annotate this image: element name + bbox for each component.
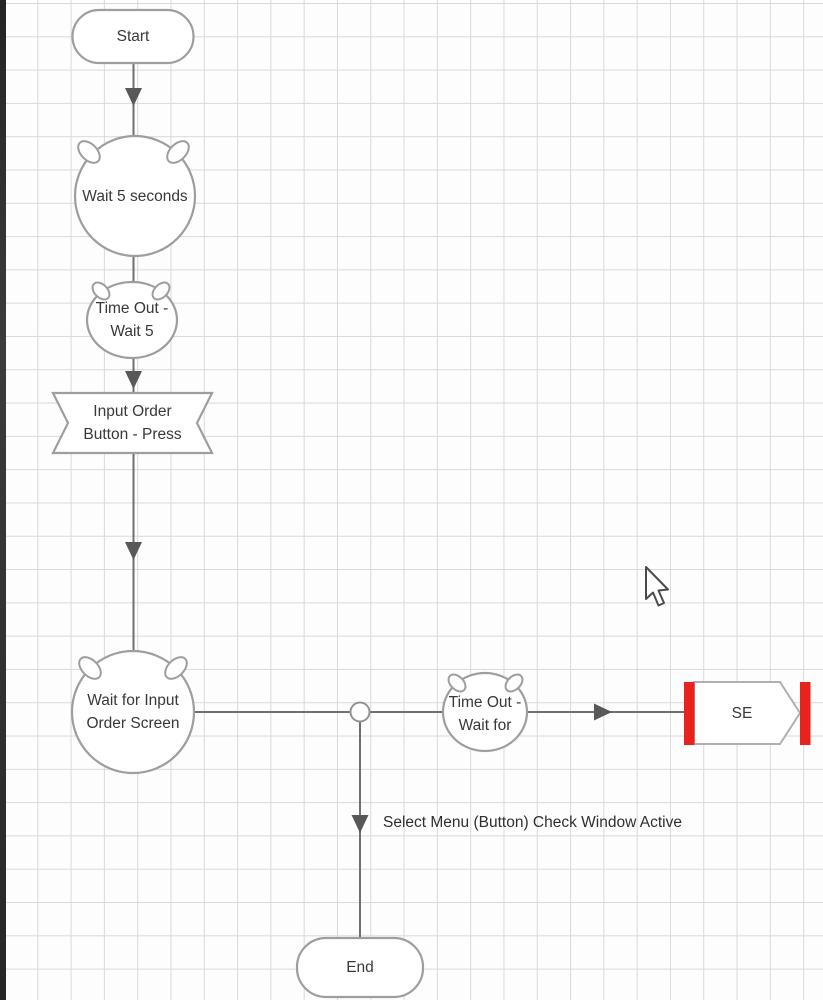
- terminator-shape: [71, 8, 195, 65]
- arrowhead-icon: [125, 542, 142, 560]
- label-line: Wait for: [458, 717, 512, 734]
- terminator-shape: [295, 936, 425, 999]
- label-line: Time Out -: [448, 694, 522, 711]
- arrowhead-icon: [125, 371, 142, 389]
- node-wait-for-input-order-screen-label: Wait for Input Order Screen: [73, 680, 193, 744]
- wait-circle: [441, 671, 529, 753]
- node-timeout-wait-5[interactable]: [85, 279, 179, 360]
- node-wait-for-input-order-screen[interactable]: [70, 649, 196, 775]
- label-line: Start: [116, 28, 150, 45]
- arrowhead-icon: [125, 88, 142, 106]
- node-wait-5-seconds[interactable]: [73, 134, 197, 258]
- wait-circle: [70, 649, 196, 775]
- connector-junction-to-end[interactable]: [351, 721, 369, 939]
- node-se-label: SE: [694, 682, 790, 744]
- label-line: SE: [731, 704, 753, 722]
- label-line: Time Out -: [95, 300, 169, 317]
- timer-bell-icon: [91, 281, 111, 301]
- connector-wait-for-to-se[interactable]: [194, 703, 684, 721]
- node-end[interactable]: [295, 936, 425, 999]
- timer-bell-icon: [77, 140, 101, 164]
- node-end-label: End: [297, 938, 423, 997]
- connector-timeout5-to-input-order[interactable]: [125, 358, 142, 392]
- timer-bell-icon: [504, 673, 524, 693]
- wait-circle: [73, 134, 197, 258]
- red-marker-right: [800, 682, 811, 745]
- timer-bell-icon: [78, 656, 102, 680]
- node-input-order-button-label: Input Order Button - Press: [53, 396, 212, 450]
- junction-point[interactable]: [349, 701, 371, 723]
- label-line: Wait 5: [110, 323, 154, 340]
- node-start[interactable]: [71, 8, 195, 65]
- window-left-edge: [0, 0, 6, 1000]
- label-line: Wait for Input: [87, 692, 179, 709]
- banner-shape: [51, 391, 214, 455]
- arrowhead-icon: [351, 815, 369, 833]
- connector-start-to-wait5[interactable]: [125, 63, 142, 137]
- node-input-order-button[interactable]: [51, 391, 214, 455]
- wait-circle: [85, 280, 179, 360]
- label-line: Wait 5 seconds: [82, 187, 188, 205]
- connector-input-order-to-wait-for[interactable]: [125, 453, 142, 652]
- timer-bell-icon: [164, 656, 188, 680]
- label-line: End: [346, 959, 374, 976]
- node-wait-5-seconds-label: Wait 5 seconds: [75, 166, 195, 226]
- timer-bell-icon: [166, 140, 190, 164]
- node-timeout-wait-for[interactable]: [441, 671, 529, 753]
- arrowhead-icon: [594, 703, 612, 721]
- node-timeout-wait-5-label: Time Out - Wait 5: [87, 296, 177, 344]
- label-line: Order Screen: [86, 715, 180, 732]
- node-se[interactable]: [684, 681, 811, 745]
- timer-bell-icon: [151, 281, 171, 301]
- red-marker-left: [684, 682, 695, 745]
- timer-bell-icon: [447, 673, 467, 693]
- junction-circle: [349, 701, 371, 723]
- mouse-cursor-icon: [645, 566, 669, 607]
- label-line: Button - Press: [83, 426, 182, 443]
- edge-select-menu-label: Select Menu (Button) Check Window Active: [383, 814, 682, 831]
- node-timeout-wait-for-label: Time Out - Wait for: [436, 691, 534, 737]
- node-start-label: Start: [72, 10, 194, 63]
- label-line: Input Order: [93, 403, 172, 420]
